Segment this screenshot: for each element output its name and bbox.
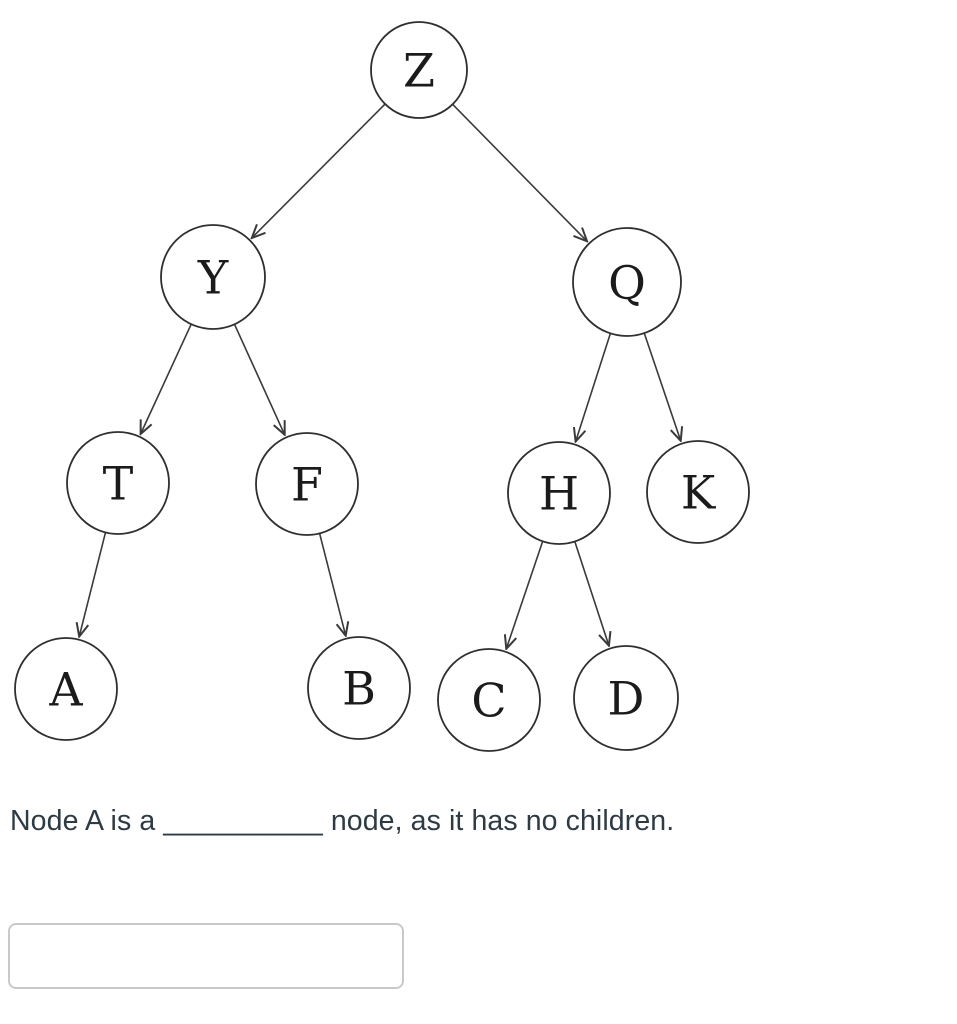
tree-node-circle-K [646, 440, 750, 544]
tree-edges [79, 103, 681, 649]
tree-node-label-K: K [681, 466, 717, 520]
tree-node-circle-B [307, 636, 411, 740]
tree-node-F: F [255, 432, 359, 536]
question-text: Node A is a __________ node, as it has n… [10, 805, 675, 837]
tree-node-label-Q: Q [608, 256, 646, 310]
tree-node-C: C [437, 648, 541, 752]
tree-node-K: K [646, 440, 750, 544]
tree-node-label-F: F [291, 458, 323, 512]
tree-node-circle-Z [370, 21, 468, 119]
tree-node-label-B: B [342, 662, 376, 716]
tree-nodes: Z Y Q T F H K A B C D [14, 21, 750, 752]
tree-node-circle-D [573, 645, 679, 751]
tree-node-B: B [307, 636, 411, 740]
tree-node-circle-F [255, 432, 359, 536]
tree-edge-Y-T [141, 323, 192, 434]
tree-node-label-D: D [608, 672, 645, 726]
tree-node-label-T: T [103, 457, 134, 511]
tree-node-label-C: C [471, 674, 506, 728]
tree-edge-Q-K [643, 332, 680, 441]
tree-edge-H-D [574, 541, 609, 646]
tree-node-label-Z: Z [403, 44, 435, 98]
tree-edge-Z-Y [252, 103, 386, 238]
tree-edge-H-C [506, 541, 544, 649]
tree-node-circle-Q [572, 227, 682, 337]
tree-node-circle-T [66, 431, 170, 535]
tree-node-Y: Y [160, 224, 266, 330]
tree-node-Q: Q [572, 227, 682, 337]
tree-edge-Q-H [576, 333, 612, 441]
tree-edge-F-B [318, 533, 346, 635]
tree-edge-T-A [79, 532, 107, 636]
tree-node-circle-C [437, 648, 541, 752]
tree-node-A: A [14, 637, 118, 741]
tree-node-circle-A [14, 637, 118, 741]
tree-node-H: H [507, 441, 611, 545]
tree-node-D: D [573, 645, 679, 751]
tree-edge-Z-Q [452, 103, 587, 241]
tree-node-Z: Z [370, 21, 468, 119]
answer-input[interactable] [8, 923, 404, 989]
tree-node-label-Y: Y [197, 251, 229, 305]
tree-node-T: T [66, 431, 170, 535]
tree-node-circle-H [507, 441, 611, 545]
tree-node-label-H: H [539, 467, 579, 521]
binary-tree-diagram: Z Y Q T F H K A B C D [14, 21, 750, 752]
tree-node-label-A: A [48, 663, 83, 717]
tree-edge-Y-F [233, 323, 285, 435]
tree-node-circle-Y [160, 224, 266, 330]
